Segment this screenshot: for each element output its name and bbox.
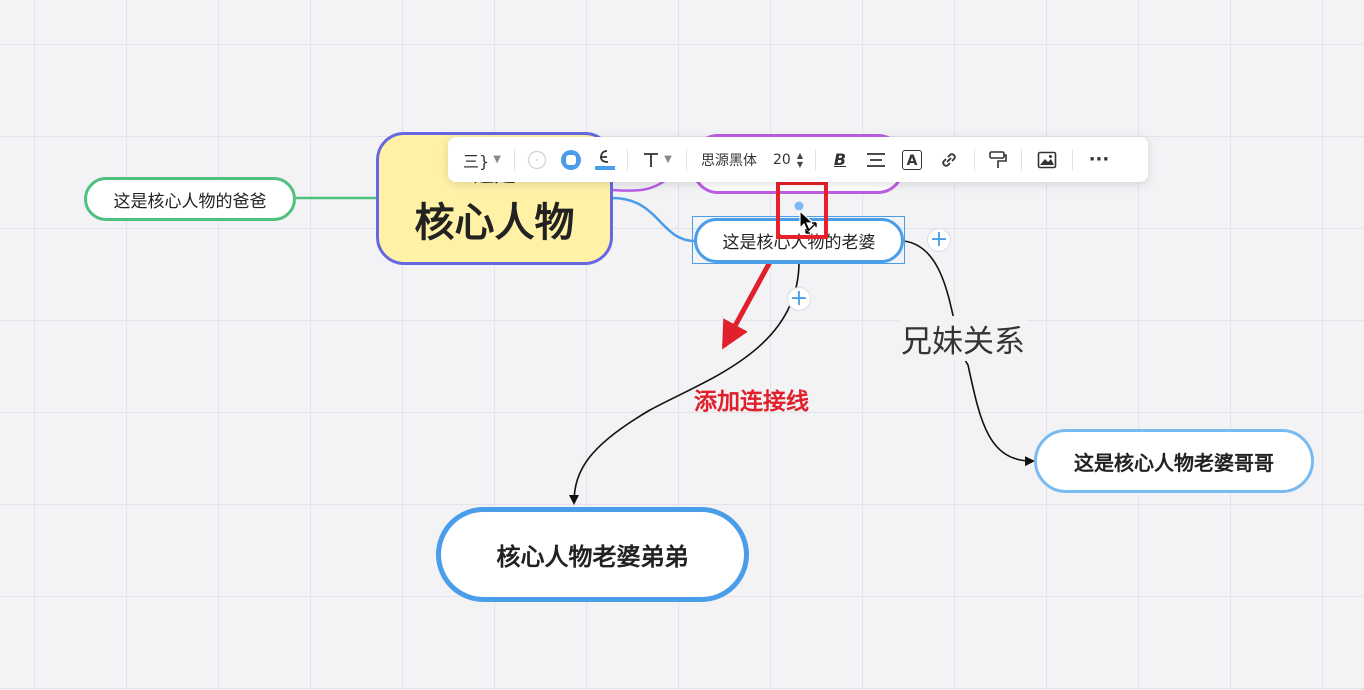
fill-color-icon — [527, 150, 547, 169]
structure-dropdown[interactable]: 三} ▼ — [456, 145, 508, 175]
line-color-icon — [595, 149, 615, 170]
font-color-icon: A — [901, 149, 922, 170]
annotation-arrow — [721, 249, 779, 350]
branch-line-purple — [611, 178, 667, 192]
font-size-input[interactable]: 20 — [773, 151, 791, 168]
toolbar-divider — [814, 148, 816, 171]
toolbar-divider — [686, 148, 687, 171]
chevron-down-icon: ▼ — [664, 154, 672, 165]
align-button[interactable] — [858, 145, 894, 175]
node-wife-label: 这是核心人物的老婆 — [722, 233, 876, 253]
add-connection-button[interactable]: + — [787, 287, 811, 311]
text-style-dropdown[interactable]: ▼ — [634, 145, 680, 175]
central-topic-title: 核心人物 — [414, 199, 575, 246]
chevron-down-icon: ▼ — [796, 159, 803, 169]
plus-icon: + — [929, 227, 949, 252]
node-wife-younger-brother[interactable]: 核心人物老婆弟弟 — [436, 507, 749, 602]
bold-icon: B — [833, 150, 847, 169]
format-painter-button[interactable] — [981, 145, 1015, 175]
border-style-icon — [561, 149, 581, 170]
relation-line-younger — [569, 261, 800, 505]
format-painter-icon — [989, 150, 1007, 168]
node-father[interactable]: 这是核心人物的爸爸 — [84, 177, 296, 221]
link-button[interactable] — [930, 145, 968, 175]
fill-color-button[interactable] — [521, 145, 553, 175]
toolbar-divider — [514, 148, 515, 171]
chevron-down-icon: ▼ — [493, 154, 501, 165]
font-color-button[interactable]: A — [894, 145, 930, 175]
node-wife-brother-label: 这是核心人物老婆哥哥 — [1074, 450, 1274, 475]
toolbar-divider — [627, 148, 628, 171]
add-child-button[interactable]: + — [927, 228, 951, 252]
image-icon — [1037, 151, 1057, 168]
format-toolbar: 三} ▼ ▼ 思源黑体 20 ▲ ▼ B A ··· — [448, 137, 1148, 182]
annotation-highlight-box — [776, 181, 828, 239]
node-wife-brother[interactable]: 这是核心人物老婆哥哥 — [1034, 429, 1314, 493]
insert-image-button[interactable] — [1028, 145, 1066, 175]
toolbar-divider — [973, 148, 975, 171]
line-color-button[interactable] — [589, 145, 621, 175]
structure-icon: 三} — [463, 151, 490, 171]
link-icon — [942, 152, 956, 167]
border-style-button[interactable] — [553, 145, 589, 175]
branch-line-wife — [611, 196, 697, 243]
annotation-text: 添加连接线 — [694, 389, 809, 415]
plus-icon: + — [789, 286, 809, 311]
font-size-stepper[interactable]: ▲ ▼ — [795, 145, 809, 175]
node-wife-younger-brother-label: 核心人物老婆弟弟 — [496, 543, 689, 571]
more-icon: ··· — [1088, 149, 1110, 170]
bold-button[interactable]: B — [822, 145, 858, 175]
align-center-icon — [866, 152, 885, 167]
font-family-select[interactable]: 思源黑体 — [701, 152, 757, 169]
node-wife[interactable]: 这是核心人物的老婆 — [694, 218, 904, 263]
toolbar-divider — [1071, 148, 1073, 171]
relation-label[interactable]: 兄妹关系 — [899, 316, 1027, 361]
cursor-icon — [794, 201, 817, 234]
node-father-label: 这是核心人物的爸爸 — [113, 191, 267, 212]
toolbar-divider — [1020, 148, 1022, 171]
relation-line-brother — [903, 240, 1035, 467]
chevron-up-icon: ▲ — [796, 150, 803, 160]
more-button[interactable]: ··· — [1079, 145, 1119, 175]
text-style-icon — [644, 152, 659, 167]
